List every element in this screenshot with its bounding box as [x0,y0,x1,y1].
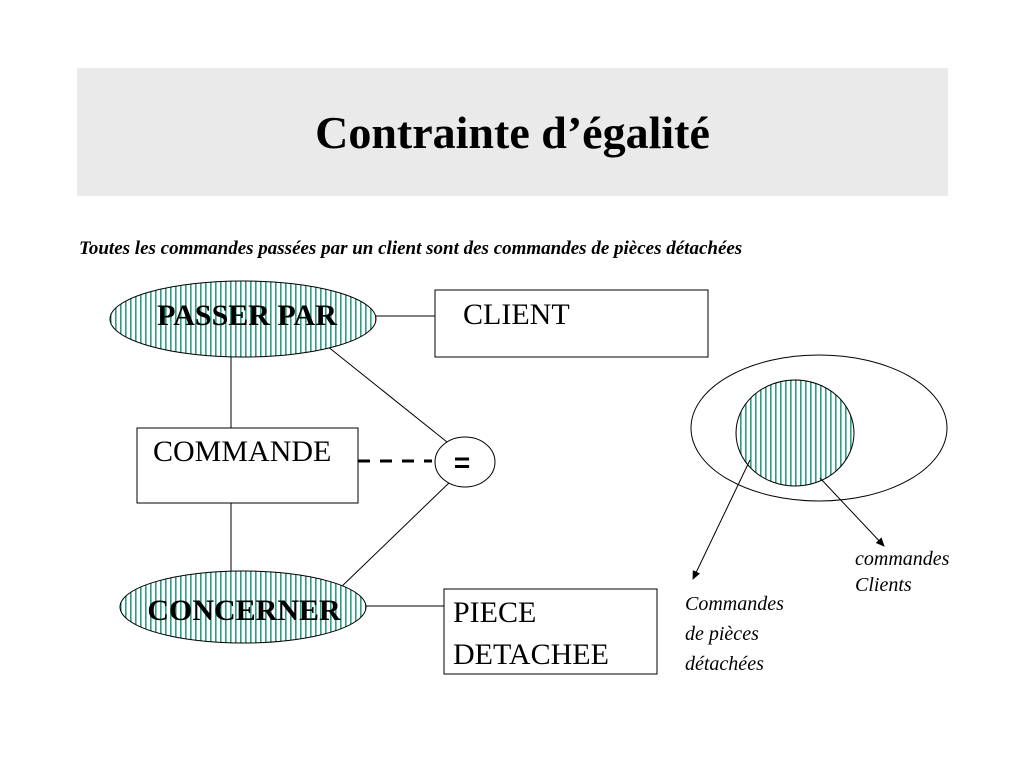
link-passer-equal [321,341,453,447]
slide-subtitle: Toutes les commandes passées par un clie… [79,238,743,259]
association-concerner [119,570,367,644]
arrow-to-pieces-label [692,459,751,580]
entity-client-label: CLIENT [463,298,570,331]
title-band: Contrainte d’égalité [77,68,948,196]
arrow-to-clients-label [819,477,885,547]
venn-pieces-label-line1: Commandes [685,593,784,615]
venn-pieces-label-line2: de pièces [685,623,759,645]
entity-piece-label-line2: DETACHEE [453,638,609,671]
entity-commande-label: COMMANDE [153,435,331,468]
association-passer-par [109,280,377,358]
equality-constraint [434,436,496,488]
venn-inner-set [735,379,855,487]
equality-symbol: = [454,447,470,478]
entity-piece-label-line1: PIECE [453,596,536,629]
slide-title: Contrainte d’égalité [315,106,710,158]
association-concerner-label: CONCERNER [147,594,341,627]
entity-piece-detachee [443,588,658,675]
venn-clients-label-line1: commandes [855,548,950,570]
link-concerner-equal [337,479,453,591]
venn-clients-label-line2: Clients [855,574,912,596]
association-passer-par-label: PASSER PAR [157,299,337,332]
entity-client [434,289,709,358]
entity-commande [136,427,359,504]
venn-pieces-label-line3: détachées [685,653,764,675]
